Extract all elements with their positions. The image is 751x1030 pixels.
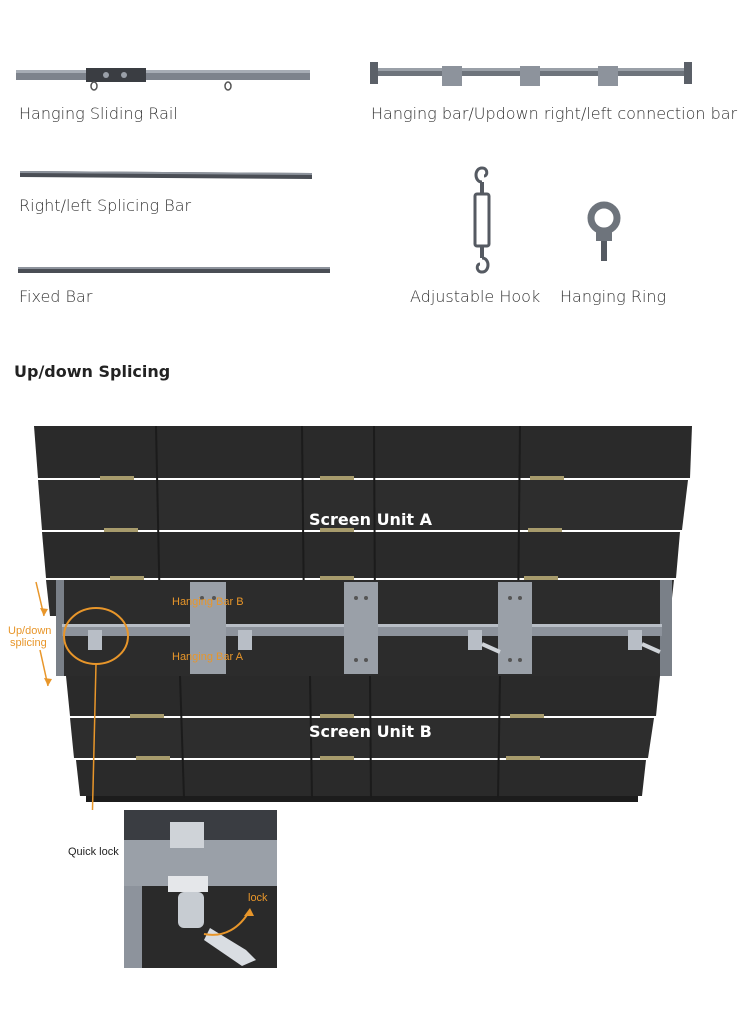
hanging-connection-bar-label: Hanging bar/Updown right/left connection… xyxy=(371,104,738,123)
adjustable-hook-image xyxy=(473,166,491,274)
hanging-sliding-rail-image xyxy=(16,68,310,91)
hanging-bar-b-label: Hanging Bar B xyxy=(172,596,244,608)
fixed-bar-image xyxy=(18,267,330,273)
splicing-bar-label: Right/left Splicing Bar xyxy=(19,196,192,215)
splicing-diagram xyxy=(34,425,692,810)
lock-label: lock xyxy=(248,892,268,904)
hanging-sliding-rail-label: Hanging Sliding Rail xyxy=(19,104,178,123)
updown-splicing-label-2: splicing xyxy=(10,637,47,649)
hanging-bar-a-label: Hanging Bar A xyxy=(172,651,243,663)
hanging-bar-assembly xyxy=(56,580,672,676)
updown-splicing-label-1: Up/down xyxy=(8,625,52,637)
quick-lock-inset xyxy=(124,810,277,968)
hanging-ring-label: Hanging Ring xyxy=(560,287,667,306)
hanging-connection-bar-image xyxy=(370,62,692,86)
splicing-bar-image xyxy=(20,171,312,179)
section-title: Up/down Splicing xyxy=(14,362,171,381)
fixed-bar-label: Fixed Bar xyxy=(19,287,93,306)
screen-unit-a-label: Screen Unit A xyxy=(309,510,433,529)
hanging-ring-image xyxy=(587,201,621,261)
screen-unit-b-panels xyxy=(66,675,660,802)
adjustable-hook-label: Adjustable Hook xyxy=(410,287,541,306)
screen-unit-b-label: Screen Unit B xyxy=(309,722,432,741)
quick-lock-label: Quick lock xyxy=(68,846,119,858)
